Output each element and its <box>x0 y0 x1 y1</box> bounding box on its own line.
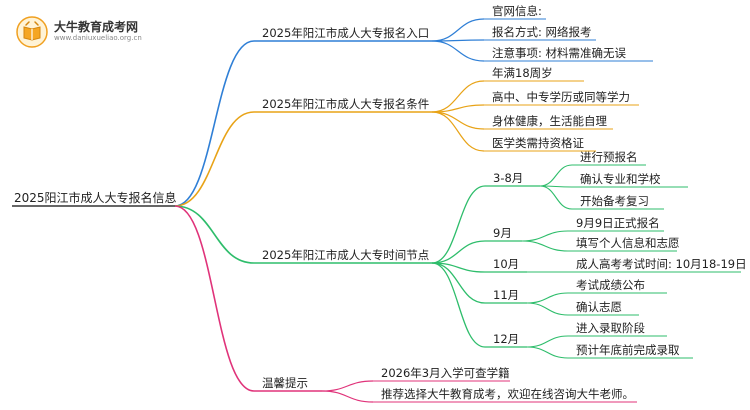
branch-3-label: 温馨提示 <box>262 376 308 390</box>
edge-branch-1-leaf-2 <box>431 111 485 130</box>
timeline-group-0-leaf-1: 确认专业和学校 <box>580 172 661 186</box>
timeline-group-1-leaf-0: 9月9日正式报名 <box>576 216 660 230</box>
branch-1-label: 2025年阳江市成人大专报名条件 <box>262 97 430 111</box>
edge-branch-1-leaf-3 <box>431 111 485 152</box>
timeline-group-4-leaf-1: 预计年底前完成录取 <box>576 343 680 357</box>
timeline-group-0-label: 3-8月 <box>493 171 524 185</box>
edge-timeline-group-4-leaf-0 <box>526 335 569 348</box>
edge-branch-1-leaf-0 <box>431 80 485 113</box>
root-node: 2025阳江市成人大专报名信息 <box>14 191 177 205</box>
edge-timeline-group-1-leaf-1 <box>521 240 569 252</box>
timeline-group-4-leaf-0: 进入录取阶段 <box>576 321 645 335</box>
timeline-group-1-leaf-1: 填写个人信息和志愿 <box>576 236 680 250</box>
branch-1-leaf-1: 高中、中专学历或同等学力 <box>492 90 630 104</box>
branch-0-label: 2025年阳江市成人大专报名入口 <box>262 26 430 40</box>
timeline-group-1-label: 9月 <box>493 226 512 240</box>
branch-0-leaf-1: 报名方式: 网络报考 <box>492 25 592 39</box>
edge-timeline-group-0 <box>431 185 486 264</box>
timeline-group-4-label: 12月 <box>493 332 520 346</box>
edge-timeline-group-3 <box>431 262 486 304</box>
edge-timeline-group-3-leaf-0 <box>526 292 569 304</box>
edge-root-branch-2 <box>174 205 255 264</box>
branch-2-label: 2025年阳江市成人大专时间节点 <box>262 248 430 262</box>
timeline-group-3-leaf-1: 确认志愿 <box>576 300 622 314</box>
logo-brand: 大牛教育成考网 <box>54 20 139 34</box>
edge-branch-0-leaf-2 <box>431 40 485 62</box>
edge-branch-0-leaf-0 <box>431 18 485 42</box>
mindmap-underlines <box>12 18 741 403</box>
tips-leaf-0: 2026年3月入学可查学籍 <box>381 366 510 380</box>
edge-timeline-group-3-leaf-1 <box>526 302 569 316</box>
edge-timeline-group-0-leaf-0 <box>539 164 573 187</box>
edge-tips-leaf-1 <box>321 390 374 403</box>
branch-0-leaf-0: 官网信息: <box>492 4 542 18</box>
timeline-group-2-leaf-0: 成人高考考试时间: 10月18-19日 <box>576 257 747 271</box>
timeline-group-2-label: 10月 <box>493 257 520 271</box>
timeline-group-3-leaf-0: 考试成绩公布 <box>576 278 645 292</box>
timeline-group-0-leaf-0: 进行预报名 <box>580 150 638 164</box>
edge-timeline-group-4 <box>431 262 486 348</box>
edge-timeline-group-4-leaf-1 <box>526 346 569 359</box>
edge-root-branch-3 <box>174 205 255 392</box>
edge-tips-leaf-0 <box>321 380 374 392</box>
edge-root-branch-1 <box>174 111 255 207</box>
logo-url: www.daniuxueliao.org.cn <box>54 34 142 42</box>
edge-root-branch-0 <box>174 40 255 207</box>
tips-leaf-1: 推荐选择大牛教育成考，欢迎在线咨询大牛老师。 <box>381 387 634 401</box>
logo-book-icon <box>16 16 48 48</box>
edge-timeline-group-1 <box>431 240 486 264</box>
branch-1-leaf-2: 身体健康，生活能自理 <box>492 114 607 128</box>
logo: 大牛教育成考网 www.daniuxueliao.org.cn <box>16 14 166 50</box>
branch-1-leaf-0: 年满18周岁 <box>492 66 553 80</box>
mindmap-edges <box>174 18 573 403</box>
branch-0-leaf-2: 注意事项: 材料需准确无误 <box>492 46 627 60</box>
edge-timeline-group-0-leaf-2 <box>539 185 573 210</box>
timeline-group-0-leaf-2: 开始备考复习 <box>580 194 649 208</box>
edge-timeline-group-1-leaf-0 <box>521 230 569 242</box>
timeline-group-3-label: 11月 <box>493 288 520 302</box>
branch-1-leaf-3: 医学类需持资格证 <box>492 136 584 150</box>
